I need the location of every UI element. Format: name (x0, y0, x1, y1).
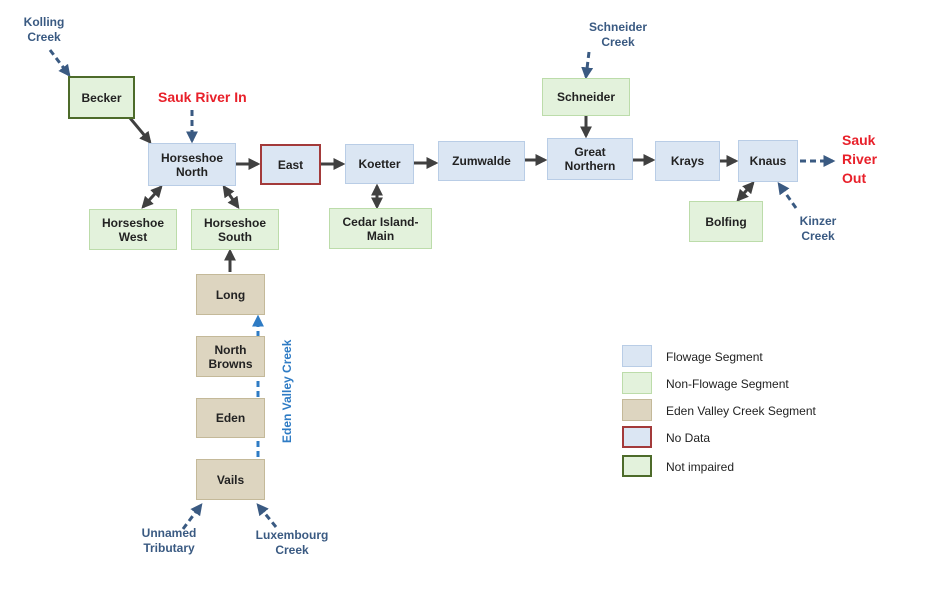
node-horseshoe-west: Horseshoe West (89, 209, 177, 250)
node-becker: Becker (68, 76, 135, 119)
legend-label-not-impaired: Not impaired (666, 460, 735, 474)
node-long: Long (196, 274, 265, 315)
arrow-unnamed-tributary (181, 503, 203, 530)
legend-label-no-data: No Data (666, 431, 711, 445)
node-horseshoe-north: Horseshoe North (148, 143, 236, 186)
arrow-knaus-bolfing (736, 181, 755, 202)
node-krays: Krays (655, 141, 720, 181)
legend-swatch-no-data (622, 426, 652, 448)
label-sauk-river-out: Sauk River Out (842, 132, 878, 186)
node-eden: Eden (196, 398, 265, 438)
arrow-kolling-creek (48, 49, 71, 77)
legend-label-eden-valley: Eden Valley Creek Segment (666, 404, 816, 418)
arrow-kinzer-creek (777, 182, 798, 209)
node-schneider: Schneider (542, 78, 630, 116)
label-schneider-creek: Schneider Creek (588, 20, 648, 49)
legend-label-non-flowage: Non-Flowage Segment (666, 377, 789, 391)
legend-label-flowage: Flowage Segment (666, 350, 763, 364)
legend-swatch-eden-valley (622, 399, 652, 421)
label-sauk-river-in: Sauk River In (158, 89, 247, 105)
legend-swatch-non-flowage (622, 372, 652, 394)
node-east: East (260, 144, 321, 185)
node-vails: Vails (196, 459, 265, 500)
node-zumwalde: Zumwalde (438, 141, 525, 181)
label-kolling-creek: Kolling Creek (23, 15, 65, 44)
node-koetter: Koetter (345, 144, 414, 184)
legend-swatch-not-impaired (622, 455, 652, 477)
node-bolfing: Bolfing (689, 201, 763, 242)
arrow-luxembourg-creek (256, 503, 278, 528)
label-kinzer-creek: Kinzer Creek (799, 214, 837, 243)
arrow-horseshoe-north-west (141, 185, 163, 209)
arrow-horseshoe-north-south (222, 185, 240, 209)
label-eden-valley-creek: Eden Valley Creek (280, 339, 294, 443)
node-great-northern: Great Northern (547, 138, 633, 180)
node-horseshoe-south: Horseshoe South (191, 209, 279, 250)
label-luxembourg-creek: Luxembourg Creek (255, 528, 329, 557)
node-north-browns: North Browns (196, 336, 265, 377)
label-unnamed-tributary: Unnamed Tributary (141, 526, 197, 555)
arrow-schneider-creek (581, 51, 594, 80)
node-cedar-island-main: Cedar Island- Main (329, 208, 432, 249)
node-knaus: Knaus (738, 140, 798, 182)
legend-swatch-flowage (622, 345, 652, 367)
arrow-becker-horseshoe-north (128, 117, 152, 144)
